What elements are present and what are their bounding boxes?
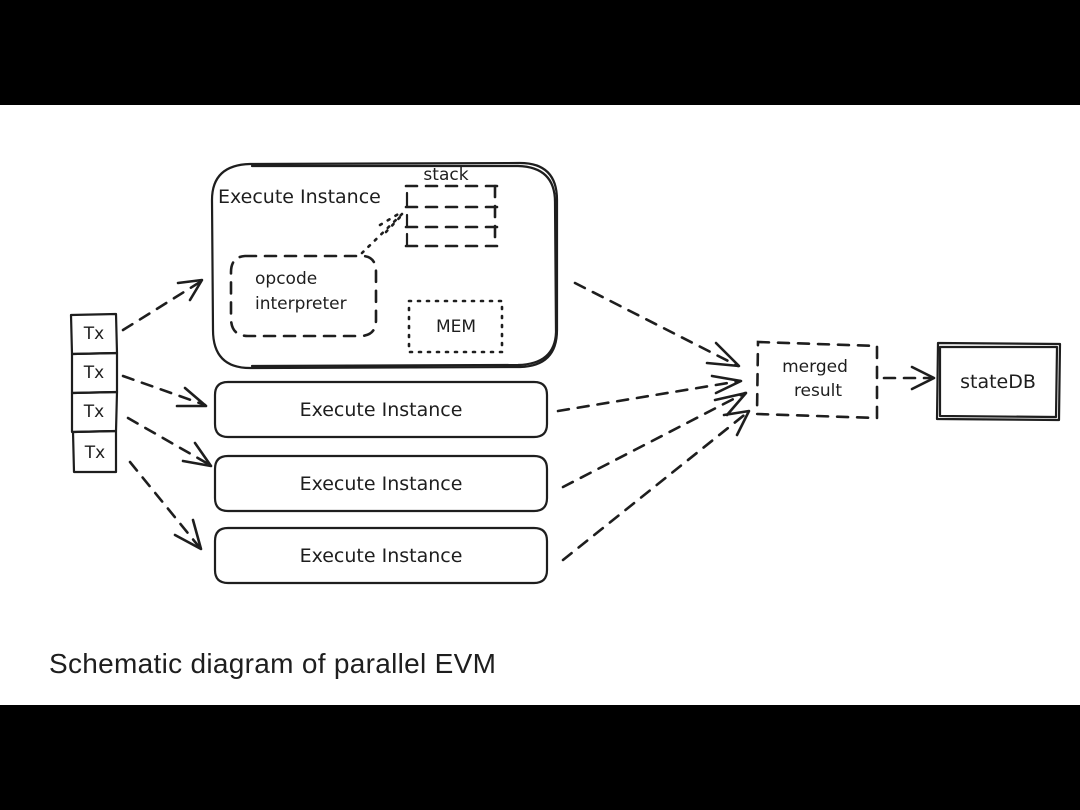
statedb-box: stateDB [935, 341, 1062, 422]
tx-stack: Tx Tx Tx Tx [69, 312, 119, 474]
dotted-arrow-interpreter-to-stack [360, 211, 404, 255]
memory-box-border [407, 299, 504, 354]
arrow-tx2-to-instance [121, 374, 208, 408]
execute-instance-main-border [210, 161, 559, 370]
execute-instance-label: Execute Instance [300, 473, 463, 495]
merged-result-label-line2: result [794, 381, 842, 401]
arrow-main-to-merged [573, 281, 741, 368]
tx-box: Tx [71, 429, 118, 474]
memory-box: MEM [407, 299, 504, 354]
tx-label: Tx [83, 402, 104, 422]
opcode-interpreter: opcode interpreter [229, 254, 378, 338]
execute-instance: Execute Instance [213, 380, 549, 439]
opcode-interpreter-label-line2: interpreter [255, 294, 347, 314]
execute-instance-border [213, 380, 549, 439]
merged-result-border [755, 340, 879, 420]
tx-box: Tx [69, 312, 119, 356]
letterbox-top [0, 0, 1080, 105]
tx-box: Tx [70, 390, 119, 434]
execute-instance-main: Execute Instance stack opcode interprete… [210, 161, 559, 370]
tx-box-border [71, 429, 118, 474]
statedb-border [935, 341, 1062, 422]
arrow-merged-to-statedb [882, 365, 936, 391]
memory-label: MEM [436, 317, 476, 337]
tx-label: Tx [83, 324, 104, 344]
statedb-label: stateDB [960, 371, 1036, 393]
diagram-caption: Schematic diagram of parallel EVM [49, 648, 497, 679]
merged-result-label-line1: merged [782, 357, 848, 377]
arrow-instance4-to-merged [561, 409, 751, 562]
opcode-interpreter-label-line1: opcode [255, 269, 317, 289]
arrow-tx4-to-instance [128, 460, 203, 551]
opcode-interpreter-border [229, 254, 378, 338]
stack-structure [404, 184, 499, 248]
execute-instance-label: Execute Instance [300, 545, 463, 567]
letterbox-bottom [0, 705, 1080, 810]
statedb-border-sketch [938, 345, 1059, 419]
tx-label: Tx [84, 443, 105, 463]
execute-instance: Execute Instance [213, 454, 549, 513]
execute-instance: Execute Instance [213, 526, 549, 585]
merged-result: merged result [755, 340, 879, 420]
stack-label: stack [423, 165, 468, 185]
execute-instance-main-border-sketch [250, 164, 558, 368]
execute-instance-main-label: Execute Instance [218, 186, 381, 208]
execute-instance-label: Execute Instance [300, 399, 463, 421]
arrow-tx3-to-instance [126, 416, 213, 468]
arrow-tx1-to-main [121, 278, 204, 332]
tx-label: Tx [83, 363, 104, 383]
tx-box: Tx [70, 351, 119, 395]
execute-instance-border [213, 454, 549, 513]
arrow-instance2-to-merged [556, 374, 743, 413]
arrow-instance3-to-merged [561, 391, 748, 489]
execute-instance-border [213, 526, 549, 585]
